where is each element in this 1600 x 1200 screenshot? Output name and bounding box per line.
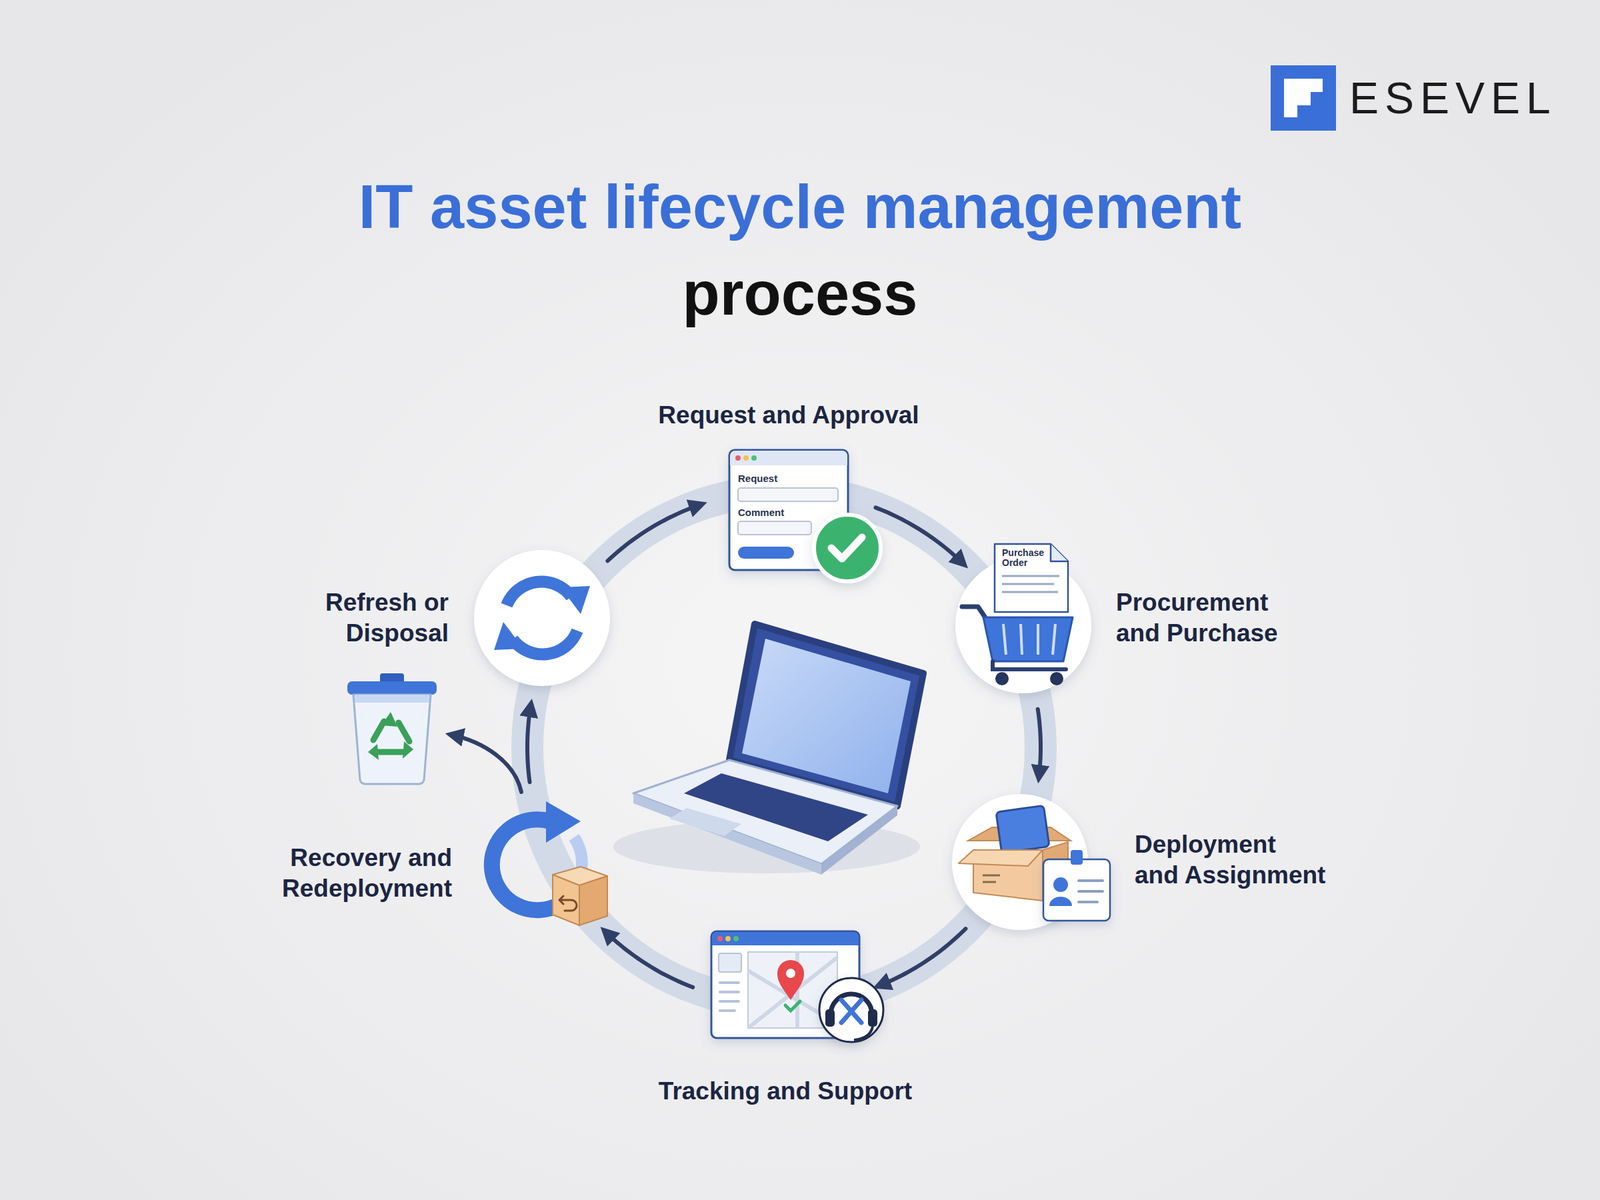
stage-label: Recovery and Redeployment [252,842,452,904]
brand-name: ESEVEL [1349,71,1557,125]
stage-icon [954,556,1093,695]
form-field-label: Comment [738,506,784,519]
stage-label: Request and Approval [658,400,919,431]
form-field-label: Request [738,472,778,485]
deployment-circle: Deployment and Assignment [950,792,1090,932]
refresh-circle: Refresh or Disposal [472,548,612,688]
stage-label: Procurement and Purchase [1116,587,1343,649]
title: IT asset lifecycle management process [253,163,1347,337]
document-label: Purchase Order [1002,548,1056,568]
logo-mark [1270,65,1336,131]
cycle-arrow [604,930,694,988]
laptop-illustration [613,624,924,875]
tracking-window: Tracking and Support [710,930,860,1039]
stage-label: Tracking and Support [658,1076,912,1107]
stage-icon [474,794,628,935]
cycle-arrow [875,507,964,564]
cycle-arrow [527,704,531,782]
stage-icon [472,548,612,688]
cycle-arrow [1038,709,1041,778]
recovery-icon: Recovery and Redeployment [474,794,628,935]
procurement-circle: Procurement and PurchasePurchase Order [954,556,1093,695]
disposal-arrow [450,734,522,792]
stage-label: Refresh or Disposal [248,587,449,649]
request-window: Request and ApprovalRequestComment [728,449,849,571]
cycle-arrow [878,928,966,986]
cycle-arrow [607,504,702,561]
recycle-bin [347,673,437,784]
stage-icon [710,930,860,1039]
stage-label: Deployment and Assignment [1134,829,1362,891]
stage-icon [950,792,1090,932]
